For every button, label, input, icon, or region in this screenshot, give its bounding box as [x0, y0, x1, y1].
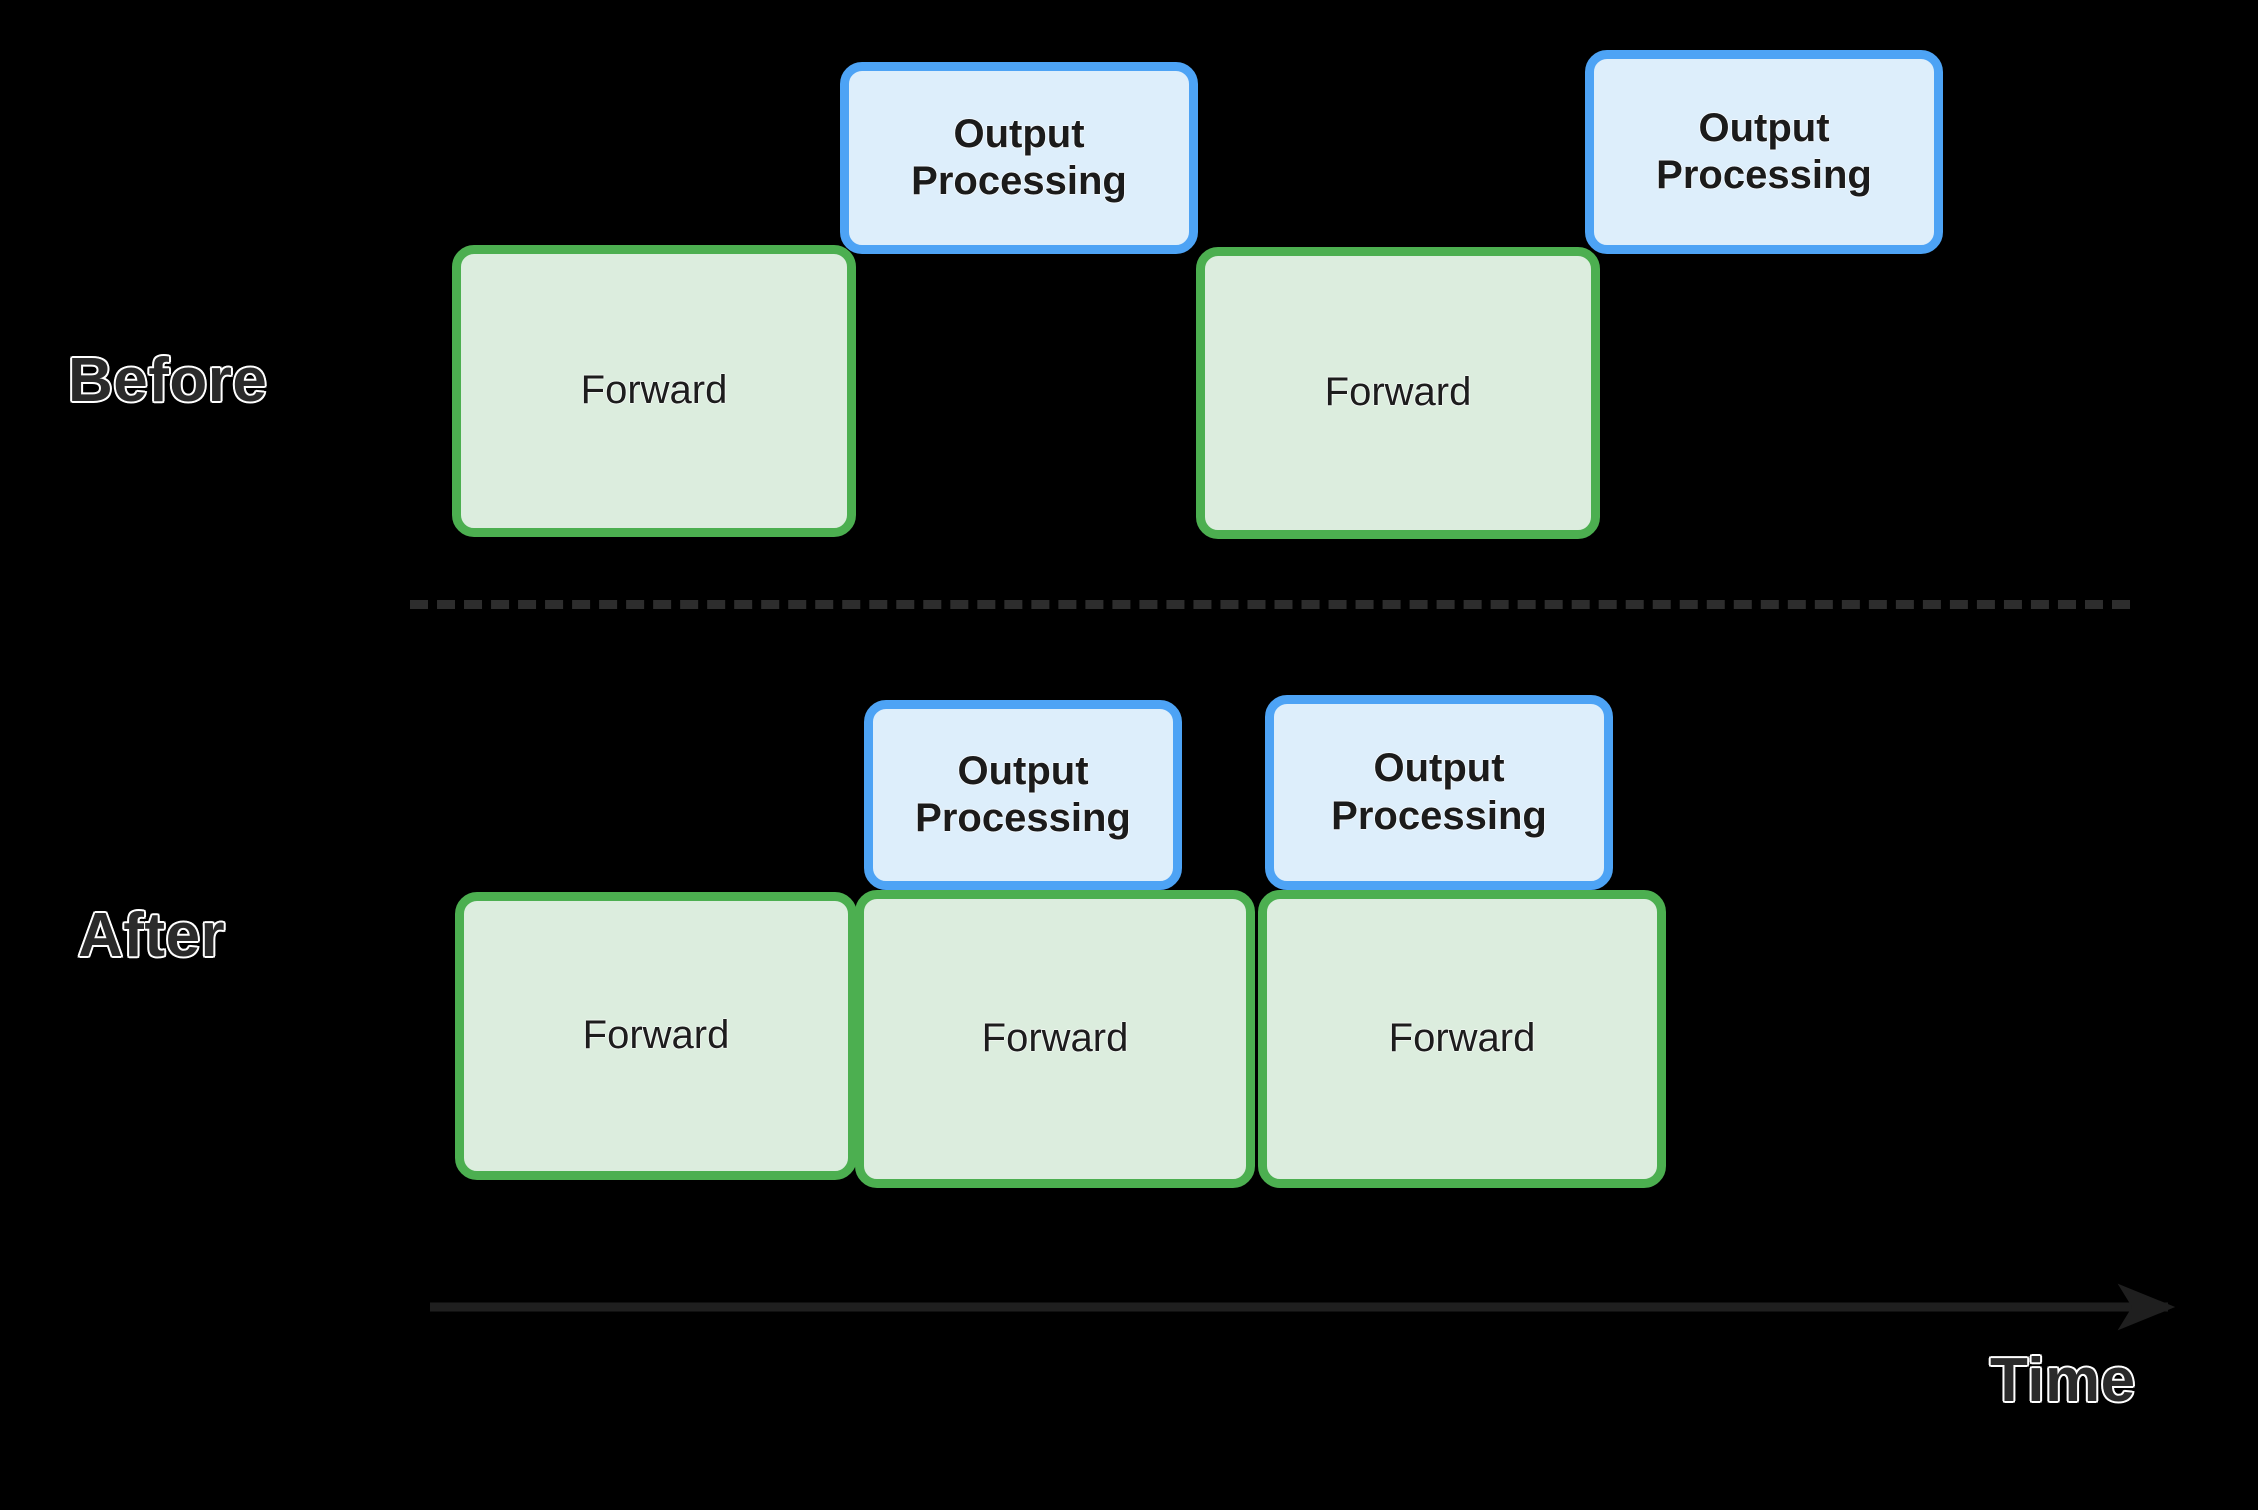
after-output-processing-block-1[interactable]: Output Processing	[864, 700, 1182, 890]
after-output-processing-block-2[interactable]: Output Processing	[1265, 695, 1613, 890]
before-output-processing-block-1[interactable]: Output Processing	[840, 62, 1198, 254]
row-label-after: After	[76, 900, 226, 972]
block-label: Forward	[582, 1013, 730, 1058]
before-output-processing-block-2[interactable]: Output Processing	[1585, 50, 1943, 254]
before-forward-block-2[interactable]: Forward	[1196, 247, 1600, 539]
after-forward-block-2[interactable]: Forward	[855, 890, 1255, 1188]
before-forward-block-1[interactable]: Forward	[452, 245, 856, 537]
block-label: Forward	[1388, 1016, 1536, 1061]
block-label: Output Processing	[1656, 105, 1872, 197]
block-label: Forward	[981, 1016, 1129, 1061]
block-label: Output Processing	[911, 111, 1127, 203]
after-forward-block-3[interactable]: Forward	[1258, 890, 1666, 1188]
block-label: Forward	[1324, 370, 1472, 415]
after-forward-block-1[interactable]: Forward	[455, 892, 857, 1180]
time-axis-label: Time	[1989, 1345, 2137, 1417]
block-label: Output Processing	[1331, 746, 1547, 838]
block-label: Output Processing	[915, 748, 1131, 840]
section-divider	[410, 600, 2130, 609]
time-axis-arrow	[430, 1283, 2176, 1331]
block-label: Forward	[580, 368, 728, 413]
row-label-before: Before	[66, 345, 268, 417]
